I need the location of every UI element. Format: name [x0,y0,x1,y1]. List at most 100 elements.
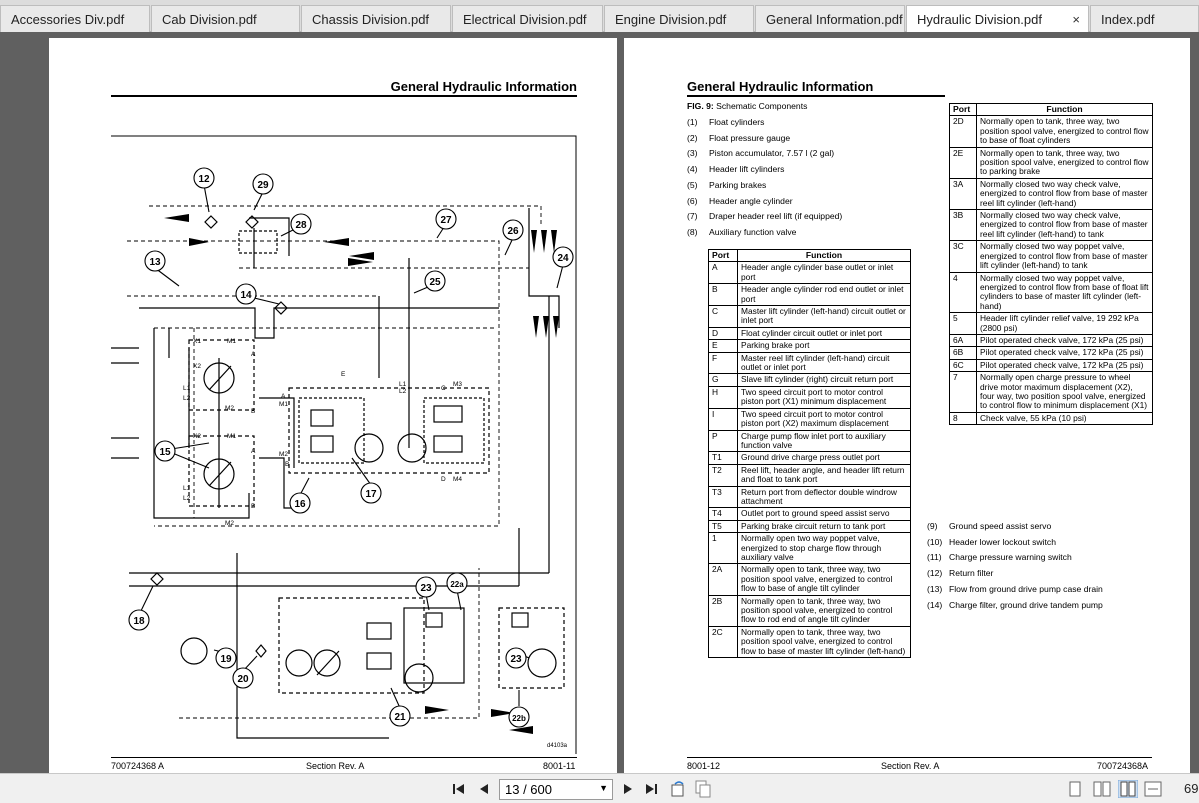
first-page-icon[interactable] [452,783,466,795]
callout-19: 19 [220,654,232,665]
port-cell: T5 [708,519,738,534]
callout-16: 16 [294,499,306,510]
port-cell: 7 [949,371,977,413]
column-header-port: Port [949,102,977,117]
tab-engine[interactable]: Engine Division.pdf [604,5,754,32]
callout-26: 26 [507,226,519,237]
function-cell: Reel lift, header angle, and header lift… [737,463,911,487]
next-page-icon[interactable] [623,783,633,795]
tab-general-information[interactable]: General Information.pdf [755,5,905,32]
facing-pages-icon[interactable] [1118,780,1138,798]
single-page-icon[interactable] [1069,781,1081,797]
port-label: M2 [225,520,234,527]
zoom-level[interactable]: 69 [1184,781,1199,796]
function-cell: Master reel lift cylinder (left-hand) ci… [737,351,911,375]
port-label: A [251,351,256,358]
page-number-value: 13 / 600 [505,782,552,797]
document-viewer[interactable]: General Hydraulic Information [0,32,1199,773]
port-cell: T1 [708,451,738,465]
port-cell: E [708,339,738,353]
page-number-input[interactable]: 13 / 600 ▼ [499,779,613,800]
tab-accessories[interactable]: Accessories Div.pdf [0,5,150,32]
port-cell: G [708,373,738,387]
two-page-icon[interactable] [1093,781,1111,797]
port-cell: 6A [949,333,977,348]
page-title: General Hydraulic Information [390,79,577,94]
tab-label: Chassis Division.pdf [312,12,430,27]
callout-25: 25 [429,277,441,288]
function-cell: Header lift cylinder relief valve, 19 29… [976,312,1153,335]
last-page-icon[interactable] [645,783,659,795]
port-label: L2 [183,395,191,402]
legend-item: (12)Return filter [927,568,994,579]
function-cell: Pilot operated check valve, 172 kPa (25 … [976,346,1153,360]
port-label: X2 [193,363,201,370]
port-cell: 2C [708,625,738,659]
callout-15: 15 [159,447,171,458]
tab-label: Index.pdf [1101,12,1155,27]
fit-width-icon[interactable] [1144,781,1162,797]
tab-label: Cab Division.pdf [162,12,257,27]
footer-rule [111,757,577,758]
viewer-toolbar: 13 / 600 ▼ 69 [0,773,1199,803]
rotate-icon[interactable] [670,780,686,798]
port-label: C [441,385,446,392]
callout-27: 27 [440,215,452,226]
prev-page-icon[interactable] [479,783,489,795]
copy-page-icon[interactable] [695,780,711,798]
tab-index[interactable]: Index.pdf [1090,5,1199,32]
tab-chassis[interactable]: Chassis Division.pdf [301,5,451,32]
function-cell: Pilot operated check valve, 172 kPa (25 … [976,333,1153,348]
port-cell: T3 [708,485,738,509]
port-label: L2 [399,388,407,395]
function-cell: Float cylinder circuit outlet or inlet p… [737,326,911,341]
port-cell: 8 [949,411,977,426]
port-cell: T2 [708,463,738,487]
port-label: L1 [183,385,191,392]
column-header-function: Function [976,102,1153,117]
tab-cab[interactable]: Cab Division.pdf [151,5,300,32]
port-cell: D [708,326,738,341]
footer-right: 700724368A [1097,761,1149,771]
port-cell: F [708,351,738,375]
port-cell: 6C [949,358,977,373]
function-cell: Charge pump flow inlet port to auxiliary… [737,429,911,453]
chevron-down-icon[interactable]: ▼ [599,783,608,793]
footer-center: Section Rev. A [306,761,365,771]
function-cell: Normally open to tank, three way, two po… [737,625,911,659]
function-cell: Normally closed two way check valve, ene… [976,209,1153,242]
diagram-callouts [128,167,574,728]
tab-hydraulic[interactable]: Hydraulic Division.pdf × [906,5,1089,33]
close-tab-icon[interactable]: × [1072,12,1080,27]
port-label: M3 [453,381,462,388]
callout-20: 20 [237,674,249,685]
port-cell: C [708,305,738,328]
port-label: M2 [279,451,288,458]
callout-24: 24 [557,253,569,264]
legend-item: (3)Piston accumulator, 7.57 l (2 gal) [687,148,835,159]
tab-label: Engine Division.pdf [615,12,727,27]
tab-label: Hydraulic Division.pdf [917,12,1042,27]
port-cell: P [708,429,738,453]
fig-label: FIG. 9: [687,101,714,111]
tab-electrical[interactable]: Electrical Division.pdf [452,5,603,32]
callout-22a: 22a [450,580,464,589]
legend-item: (14)Charge filter, ground drive tandem p… [927,599,1103,610]
